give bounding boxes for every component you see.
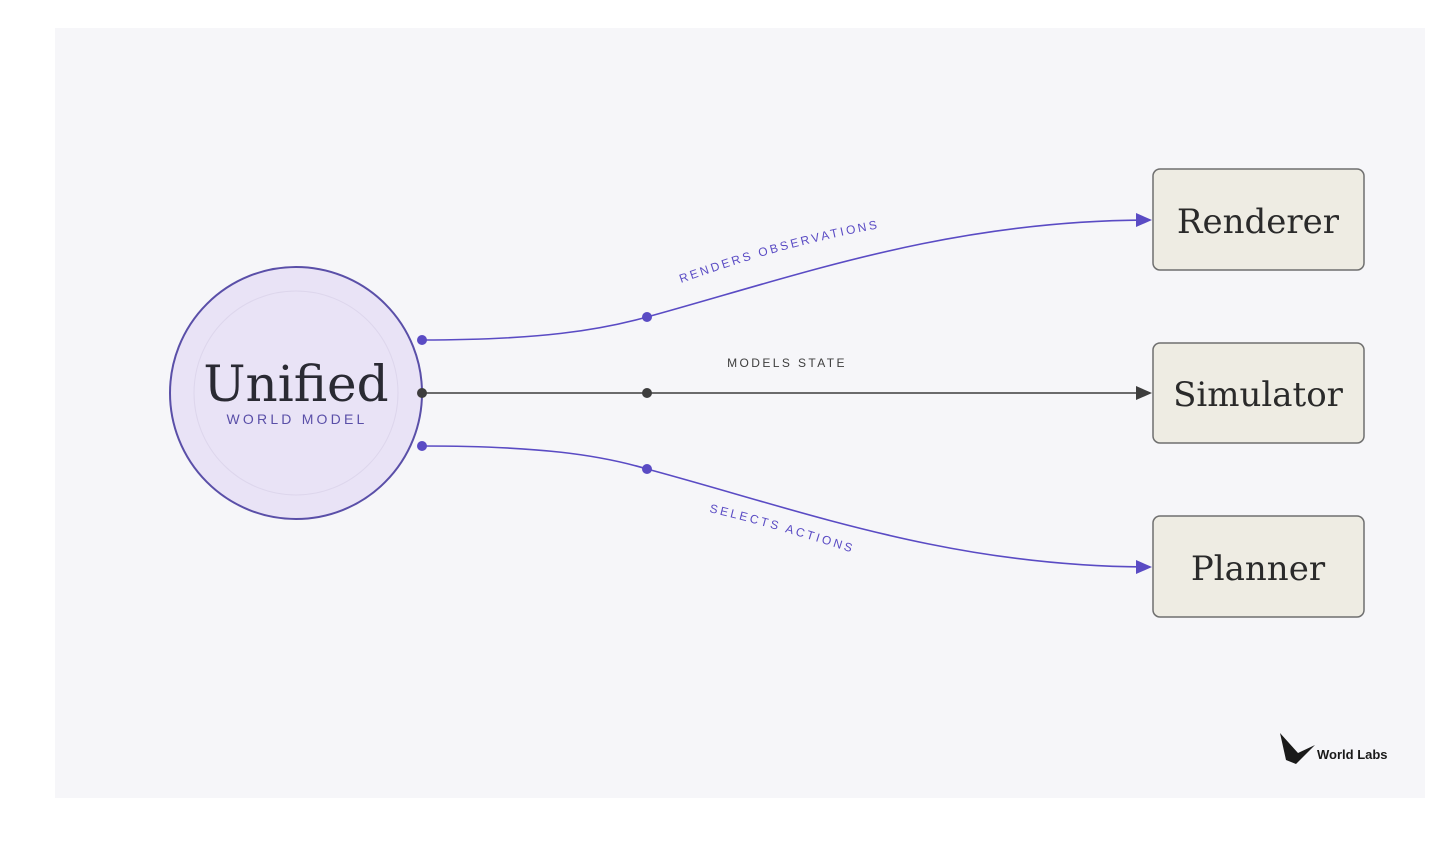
world-labs-logo-icon	[1280, 733, 1315, 764]
edge-start-dot-models	[417, 388, 427, 398]
brand-name: World Labs	[1317, 747, 1388, 762]
hub-inner-ring	[193, 290, 399, 496]
planner-label: Planner	[1191, 549, 1326, 589]
simulator-box	[1152, 342, 1365, 444]
edge-mid-dot-renders	[642, 312, 652, 322]
edge-mid-dot-selects	[642, 464, 652, 474]
hub-subtitle: WORLD MODEL	[227, 411, 368, 427]
edge-mid-dot-models	[642, 388, 652, 398]
renderer-box	[1152, 168, 1365, 271]
renderer-node[interactable]: Renderer	[1152, 168, 1365, 271]
hub-title: Unified	[203, 355, 388, 413]
edge-line-selects	[421, 445, 1151, 568]
edge-start-dot-renders	[417, 335, 427, 345]
simulator-label: Simulator	[1173, 375, 1344, 415]
edge-models-state: MODELS STATE	[417, 356, 1152, 400]
edge-start-dot-selects	[417, 441, 427, 451]
edge-selects-actions: SELECTS ACTIONS	[417, 441, 1151, 568]
simulator-node[interactable]: Simulator	[1152, 342, 1365, 444]
planner-box	[1152, 515, 1365, 618]
edge-renders-observations: RENDERS OBSERVATIONS	[417, 217, 1151, 345]
edge-label-selects: SELECTS ACTIONS	[708, 501, 856, 556]
edge-label-models: MODELS STATE	[727, 356, 847, 370]
planner-node[interactable]: Planner	[1152, 515, 1365, 618]
world-labs-brand: World Labs	[1280, 733, 1388, 764]
edge-line-renders	[421, 219, 1151, 341]
renderer-label: Renderer	[1177, 202, 1340, 242]
unified-world-model-node[interactable]: Unified WORLD MODEL	[169, 266, 423, 520]
edge-label-renders: RENDERS OBSERVATIONS	[677, 217, 880, 286]
